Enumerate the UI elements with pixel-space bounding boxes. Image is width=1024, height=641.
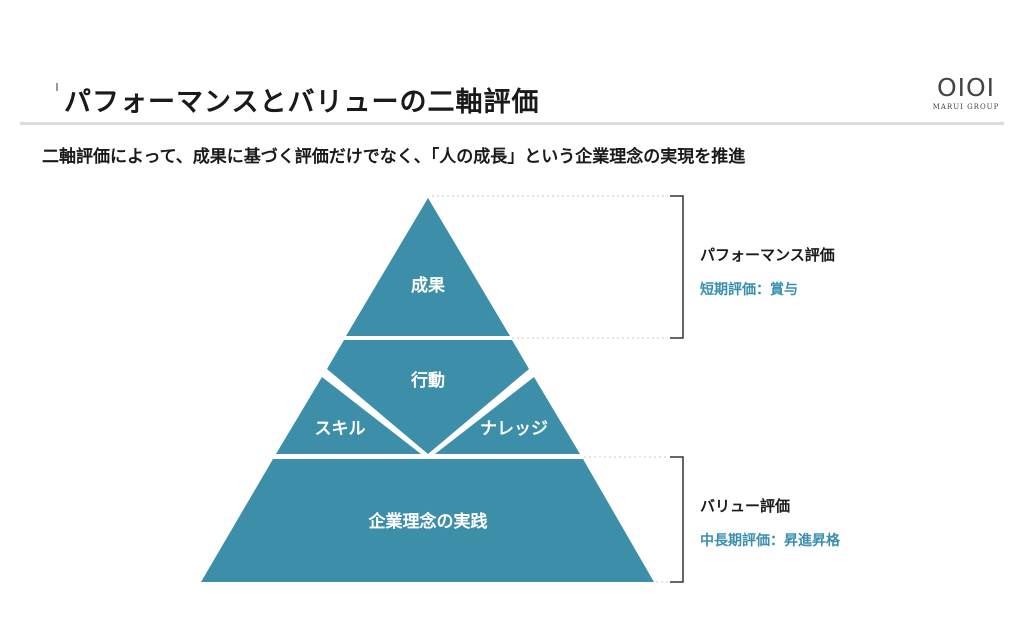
performance-evaluation: パフォーマンス評価 短期評価：賞与 — [700, 244, 835, 299]
performance-evaluation-detail: 短期評価：賞与 — [700, 282, 798, 298]
title-marker — [56, 83, 58, 91]
pyramid-base-segment — [201, 459, 654, 582]
performance-bracket — [670, 195, 684, 339]
value-evaluation-detail: 中長期評価：昇進昇格 — [700, 533, 840, 549]
page-title: パフォーマンスとバリューの二軸評価 — [64, 87, 540, 118]
page-subtitle: 二軸評価によって、成果に基づく評価だけでなく、「人の成長」という企業理念の実現を… — [42, 147, 746, 167]
performance-evaluation-title: パフォーマンス評価 — [700, 246, 835, 264]
pyramid-middle-label: 行動 — [410, 370, 445, 391]
pyramid-left-segment — [276, 377, 421, 454]
pyramid-top-label: 成果 — [411, 275, 445, 296]
pyramid-middle-segment — [327, 340, 529, 454]
pyramid-base-label: 企業理念の実践 — [368, 511, 488, 532]
logo-mark: OIOI — [936, 73, 996, 102]
value-evaluation: バリュー評価 中長期評価：昇進昇格 — [700, 495, 840, 550]
pyramid-right-label: ナレッジ — [480, 419, 548, 439]
pyramid-left-label: スキル — [315, 419, 366, 439]
value-bracket — [670, 456, 684, 583]
marui-group-logo: OIOI MARUI GROUP — [924, 73, 1008, 112]
logo-text: MARUI GROUP — [932, 103, 1000, 111]
header-divider — [20, 122, 1004, 125]
pyramid-right-segment — [435, 377, 580, 454]
pyramid-top-segment — [346, 198, 510, 336]
value-evaluation-title: バリュー評価 — [700, 497, 791, 515]
